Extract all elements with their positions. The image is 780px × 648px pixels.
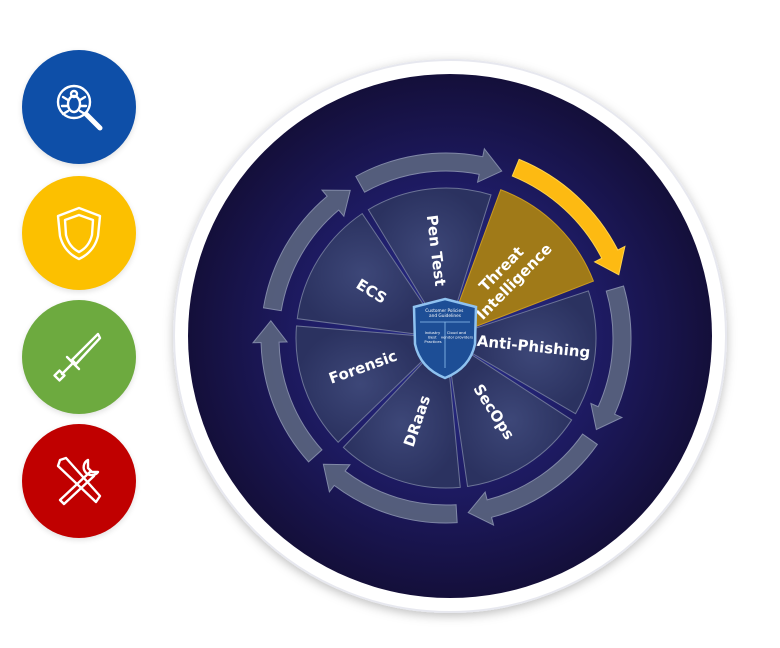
- cycle-arrow-1: [262, 189, 351, 312]
- center-shield-badge: Customer Policies and Guidelines Industr…: [412, 297, 478, 380]
- cycle-arrow-6: [322, 463, 458, 524]
- bug-search-icon: [56, 84, 103, 131]
- badge-right-text: Cloud and vendor providers: [441, 330, 473, 340]
- cycle-arrow-5: [467, 433, 599, 526]
- cycle-arrow-3: [511, 158, 626, 276]
- badge-left-text: Industry Best Practices: [424, 330, 441, 344]
- tools-button[interactable]: [22, 424, 136, 538]
- cycle-arrow-7: [251, 320, 323, 463]
- cycle-arrow-2: [355, 147, 503, 193]
- side-icon-column: [0, 0, 160, 648]
- sword-button[interactable]: [22, 300, 136, 414]
- sword-icon: [53, 332, 102, 382]
- arrows-layer: [251, 147, 632, 526]
- badge-top-text: Customer Policies and Guidelines: [425, 308, 465, 319]
- tools-icon: [56, 456, 102, 506]
- shield-icon: [56, 206, 102, 261]
- segments-layer: [295, 187, 597, 489]
- shield-button[interactable]: [22, 176, 136, 290]
- cycle-arrow-4: [590, 285, 632, 431]
- bug-search-button[interactable]: [22, 50, 136, 164]
